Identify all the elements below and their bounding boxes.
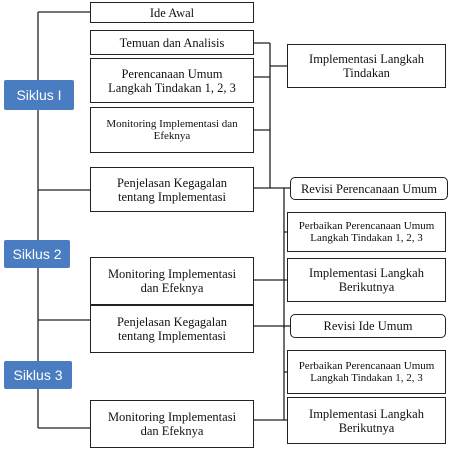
node-perbaikan-1: Perbaikan Perencanaan Umum Langkah Tinda… (287, 212, 446, 252)
node-monitoring-1: Monitoring Implementasi dan Efeknya (90, 107, 254, 153)
node-perencanaan-umum: Perencanaan Umum Langkah Tindakan 1, 2, … (90, 58, 254, 103)
node-implementasi-langkah: Implementasi Langkah Tindakan (287, 44, 446, 88)
node-temuan-analisis: Temuan dan Analisis (90, 30, 254, 55)
node-perbaikan-2: Perbaikan Perencanaan Umum Langkah Tinda… (287, 350, 446, 394)
node-ide-awal: Ide Awal (90, 2, 254, 23)
node-revisi-perencanaan: Revisi Perencanaan Umum (290, 177, 448, 200)
cycle-label-2: Siklus 2 (4, 240, 70, 268)
node-penjelasan-2: Penjelasan Kegagalan tentang Implementas… (90, 305, 254, 353)
node-implementasi-berikut-1: Implementasi Langkah Berikutnya (287, 258, 446, 302)
cycle-label-1: Siklus I (4, 80, 74, 110)
node-implementasi-berikut-2: Implementasi Langkah Berikutnya (287, 397, 446, 444)
node-penjelasan-1: Penjelasan Kegagalan tentang Implementas… (90, 167, 254, 212)
node-monitoring-3: Monitoring Implementasi dan Efeknya (90, 400, 254, 448)
node-monitoring-2: Monitoring Implementasi dan Efeknya (90, 257, 254, 305)
cycle-label-3: Siklus 3 (4, 361, 72, 389)
node-revisi-ide: Revisi Ide Umum (290, 314, 446, 338)
